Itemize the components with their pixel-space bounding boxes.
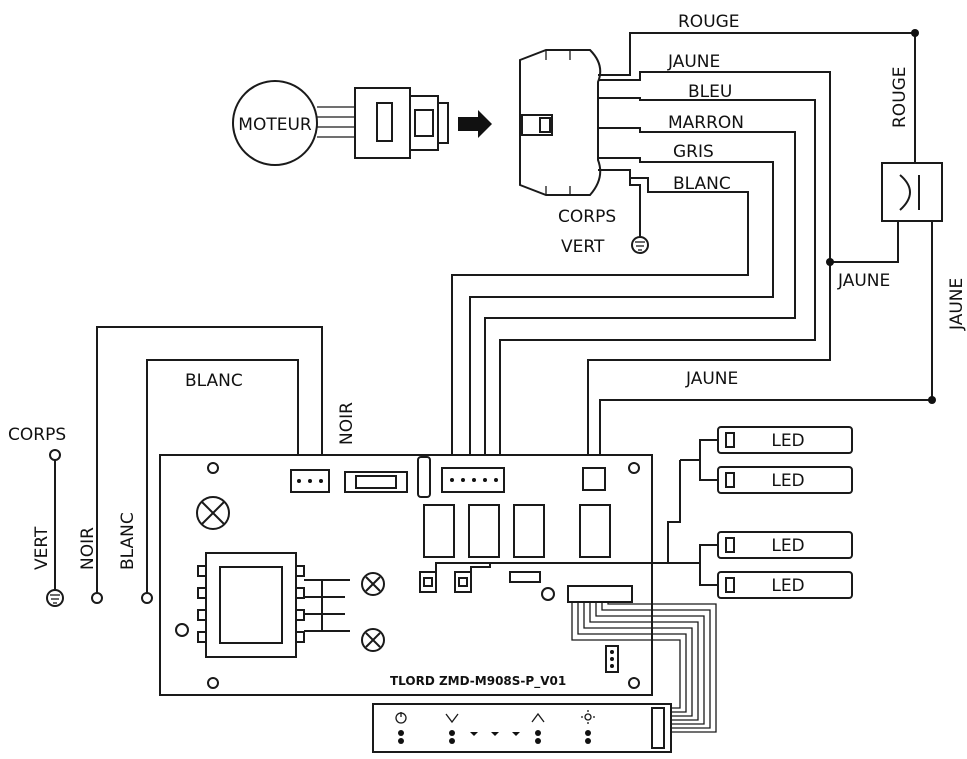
light-icon	[581, 710, 595, 724]
ground-icon	[46, 589, 64, 607]
relay	[513, 504, 545, 558]
motor-wires	[451, 32, 915, 470]
wire-label-blanc-left: BLANC	[185, 371, 243, 391]
motor: MOTEUR	[232, 80, 318, 166]
junction-dot	[928, 396, 936, 404]
motor-connector	[317, 87, 449, 159]
terminal-label-corps: CORPS	[8, 425, 66, 445]
wire-label-marron: MARRON	[668, 113, 744, 133]
wire-label-rouge: ROUGE	[678, 12, 740, 32]
motor-ground-corps: CORPS	[558, 207, 616, 227]
junction-dot	[826, 258, 834, 266]
terminal-label-noir: NOIR	[78, 527, 98, 570]
motor-label: MOTEUR	[238, 115, 312, 135]
led-label: LED	[771, 471, 804, 491]
speed-indicator	[491, 732, 499, 736]
relay	[579, 504, 611, 558]
led-label: LED	[771, 536, 804, 556]
led-label: LED	[771, 431, 804, 451]
wire-label-jaune-side: JAUNE	[837, 271, 890, 291]
board-model: TLORD ZMD-M908S-P_V01	[390, 674, 566, 689]
wire-label-noir-left: NOIR	[337, 402, 357, 445]
wire-label-bleu: BLEU	[688, 82, 732, 102]
wire-label-rouge-vertical: ROUGE	[890, 66, 910, 128]
chevron-up-icon	[531, 712, 545, 723]
ribbon-cable	[571, 602, 717, 733]
led-label: LED	[771, 576, 804, 596]
motor-ground-vert: VERT	[561, 237, 605, 257]
arrow-icon	[458, 110, 492, 138]
speed-indicator	[512, 732, 520, 736]
junction-dot	[911, 29, 919, 37]
motor-plug	[519, 49, 602, 196]
control-board: TLORD ZMD-M908S-P_V01	[159, 454, 653, 696]
wire-label-jaune-vertical: JAUNE	[947, 278, 967, 331]
capacitor	[881, 162, 943, 222]
terminal-label-blanc: BLANC	[118, 512, 138, 570]
wire-label-jaune: JAUNE	[667, 52, 720, 72]
relay	[468, 504, 500, 558]
led-group: LED LED LED LED	[668, 426, 853, 599]
power-icon	[395, 712, 407, 724]
terminal-label-vert: VERT	[32, 526, 52, 570]
control-panel	[372, 703, 672, 753]
speed-indicator	[470, 732, 478, 736]
wire-label-jaune-mid: JAUNE	[685, 369, 738, 389]
left-terminals	[46, 326, 323, 607]
wire-label-gris: GRIS	[673, 142, 714, 162]
wire-label-blanc: BLANC	[673, 174, 731, 194]
relay	[423, 504, 455, 558]
ground-icon	[631, 236, 649, 254]
chevron-down-icon	[445, 713, 459, 724]
